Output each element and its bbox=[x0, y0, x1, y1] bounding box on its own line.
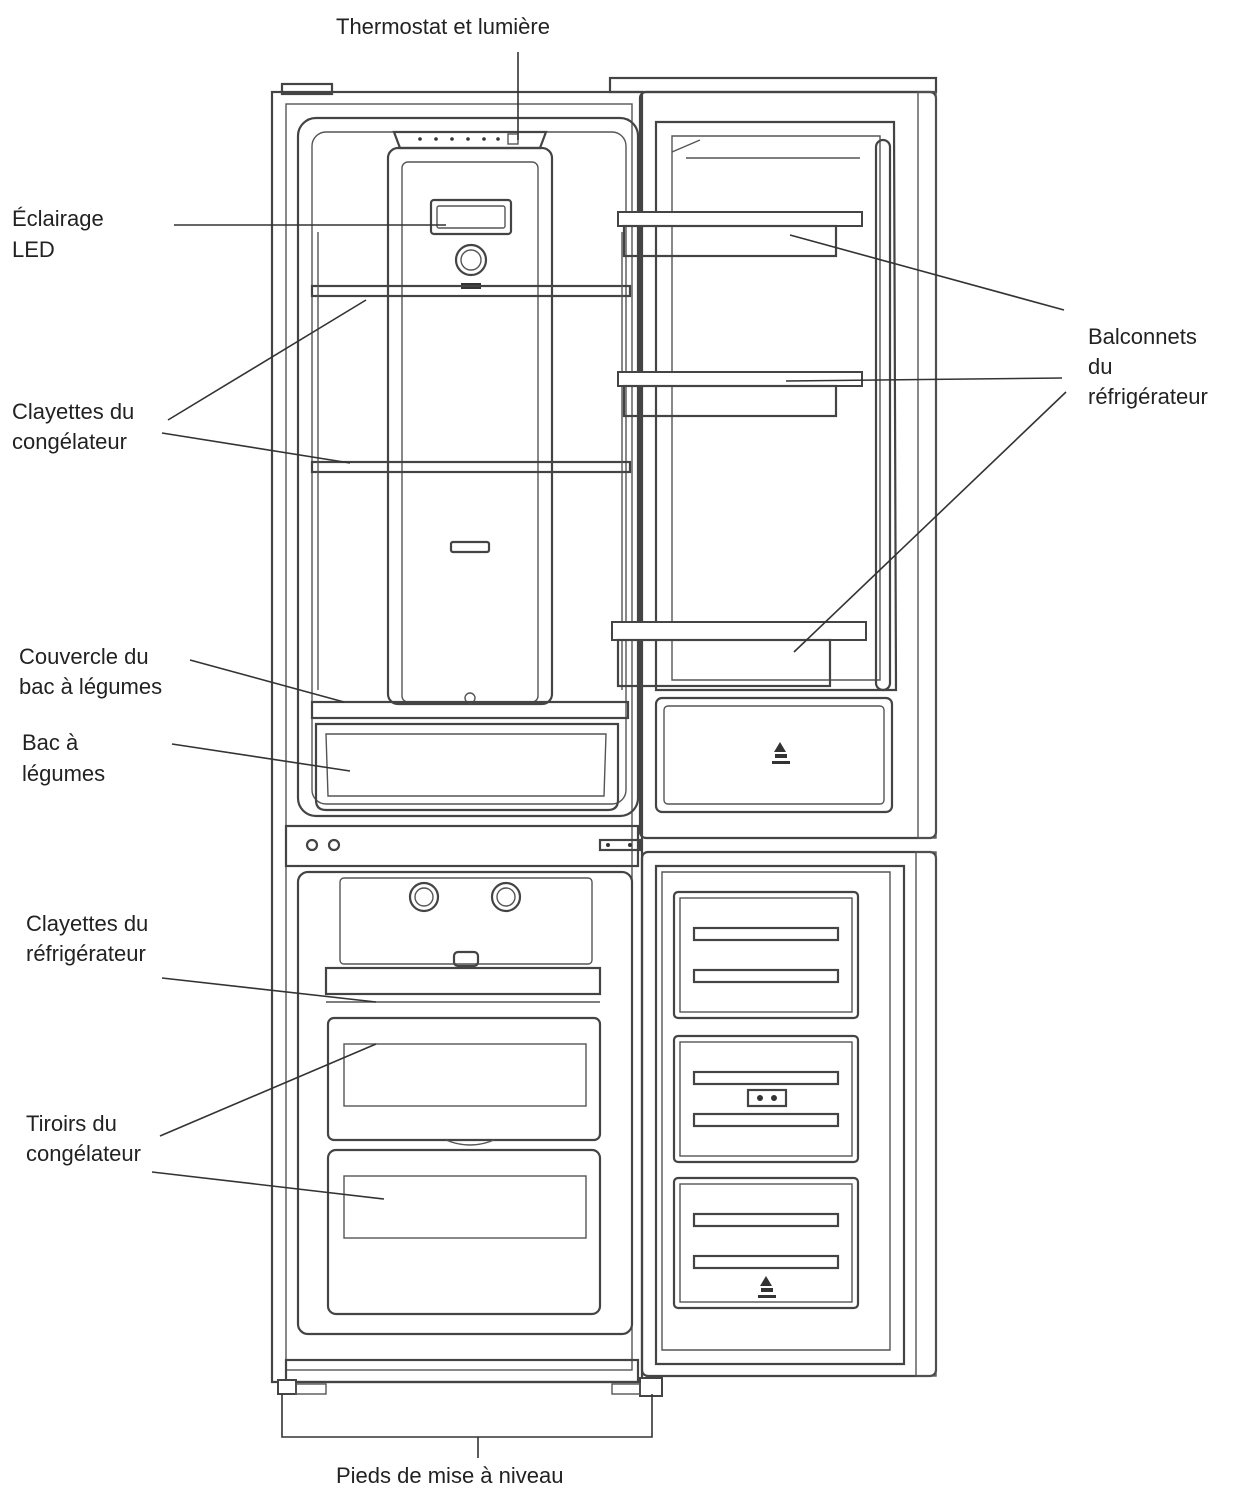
balcony-leader-1 bbox=[790, 235, 1064, 310]
crisper-cover-leader bbox=[190, 660, 344, 702]
label-fridge-shelves-line2: réfrigérateur bbox=[26, 941, 146, 966]
label-crisper-cover-line1: Couvercle du bbox=[19, 644, 149, 669]
upper-door-bin bbox=[656, 698, 892, 812]
led-light-box bbox=[431, 200, 511, 234]
left-foot bbox=[278, 1380, 296, 1394]
leader-lines bbox=[152, 52, 1066, 1458]
air-duct-column bbox=[388, 148, 552, 704]
label-crisper-line1: Bac à bbox=[22, 730, 79, 755]
label-freezer-drawers-line2: congélateur bbox=[26, 1141, 141, 1166]
thermostat-dots bbox=[418, 134, 518, 144]
balcony-leader-3 bbox=[794, 392, 1066, 652]
feet-bracket bbox=[282, 1394, 652, 1437]
label-fridge-shelves-line1: Clayettes du bbox=[26, 911, 148, 936]
label-crisper-cover-line2: bac à légumes bbox=[19, 674, 162, 699]
label-freezer-drawers-line1: Tiroirs du bbox=[26, 1111, 117, 1136]
drawer-latch-icon bbox=[748, 1090, 786, 1106]
freezer-shelf-leader-2 bbox=[162, 433, 350, 463]
label-balconies-line2: du bbox=[1088, 354, 1112, 379]
label-balconies-line3: réfrigérateur bbox=[1088, 384, 1208, 409]
label-freezer-shelves-line1: Clayettes du bbox=[12, 399, 134, 424]
label-leveling-feet: Pieds de mise à niveau bbox=[336, 1463, 563, 1488]
thermostat-panel bbox=[394, 132, 546, 148]
label-led-line1: Éclairage bbox=[12, 206, 104, 231]
lower-door-drawer-3 bbox=[674, 1178, 858, 1308]
lower-door-drawer-2 bbox=[674, 1036, 858, 1162]
snowflake-icon bbox=[760, 1276, 772, 1286]
freezer-shelf-leader-1 bbox=[168, 300, 366, 420]
upper-door-liner bbox=[656, 122, 896, 690]
label-crisper-line2: légumes bbox=[22, 761, 105, 786]
upper-shelf-2 bbox=[312, 462, 630, 472]
label-led-line2: LED bbox=[12, 237, 55, 262]
lower-compartment bbox=[298, 872, 632, 1334]
upper-compartment bbox=[298, 118, 638, 816]
duct-handle bbox=[451, 542, 489, 552]
label-balconies-line1: Balconnets bbox=[1088, 324, 1197, 349]
air-duct-inner bbox=[402, 162, 538, 702]
door-balcony-1 bbox=[618, 212, 862, 256]
label-thermostat: Thermostat et lumière bbox=[336, 14, 550, 39]
snowflake-icon bbox=[774, 742, 786, 752]
crisper-bin bbox=[316, 724, 618, 810]
door-balcony-3 bbox=[612, 622, 866, 686]
crisper-leader bbox=[172, 744, 350, 771]
fridge-shelf-leader bbox=[162, 978, 376, 1002]
lower-door-drawer-1 bbox=[674, 892, 858, 1018]
lower-drawer-1 bbox=[328, 1018, 600, 1140]
door-balcony-2 bbox=[618, 372, 862, 416]
top-right-hinge bbox=[610, 78, 936, 92]
cabinet-inner-outline bbox=[286, 104, 632, 1370]
label-freezer-shelves-line2: congélateur bbox=[12, 429, 127, 454]
lower-drawer-2 bbox=[328, 1150, 600, 1314]
lower-glass-shelf bbox=[326, 968, 600, 994]
right-foot bbox=[640, 1378, 662, 1396]
